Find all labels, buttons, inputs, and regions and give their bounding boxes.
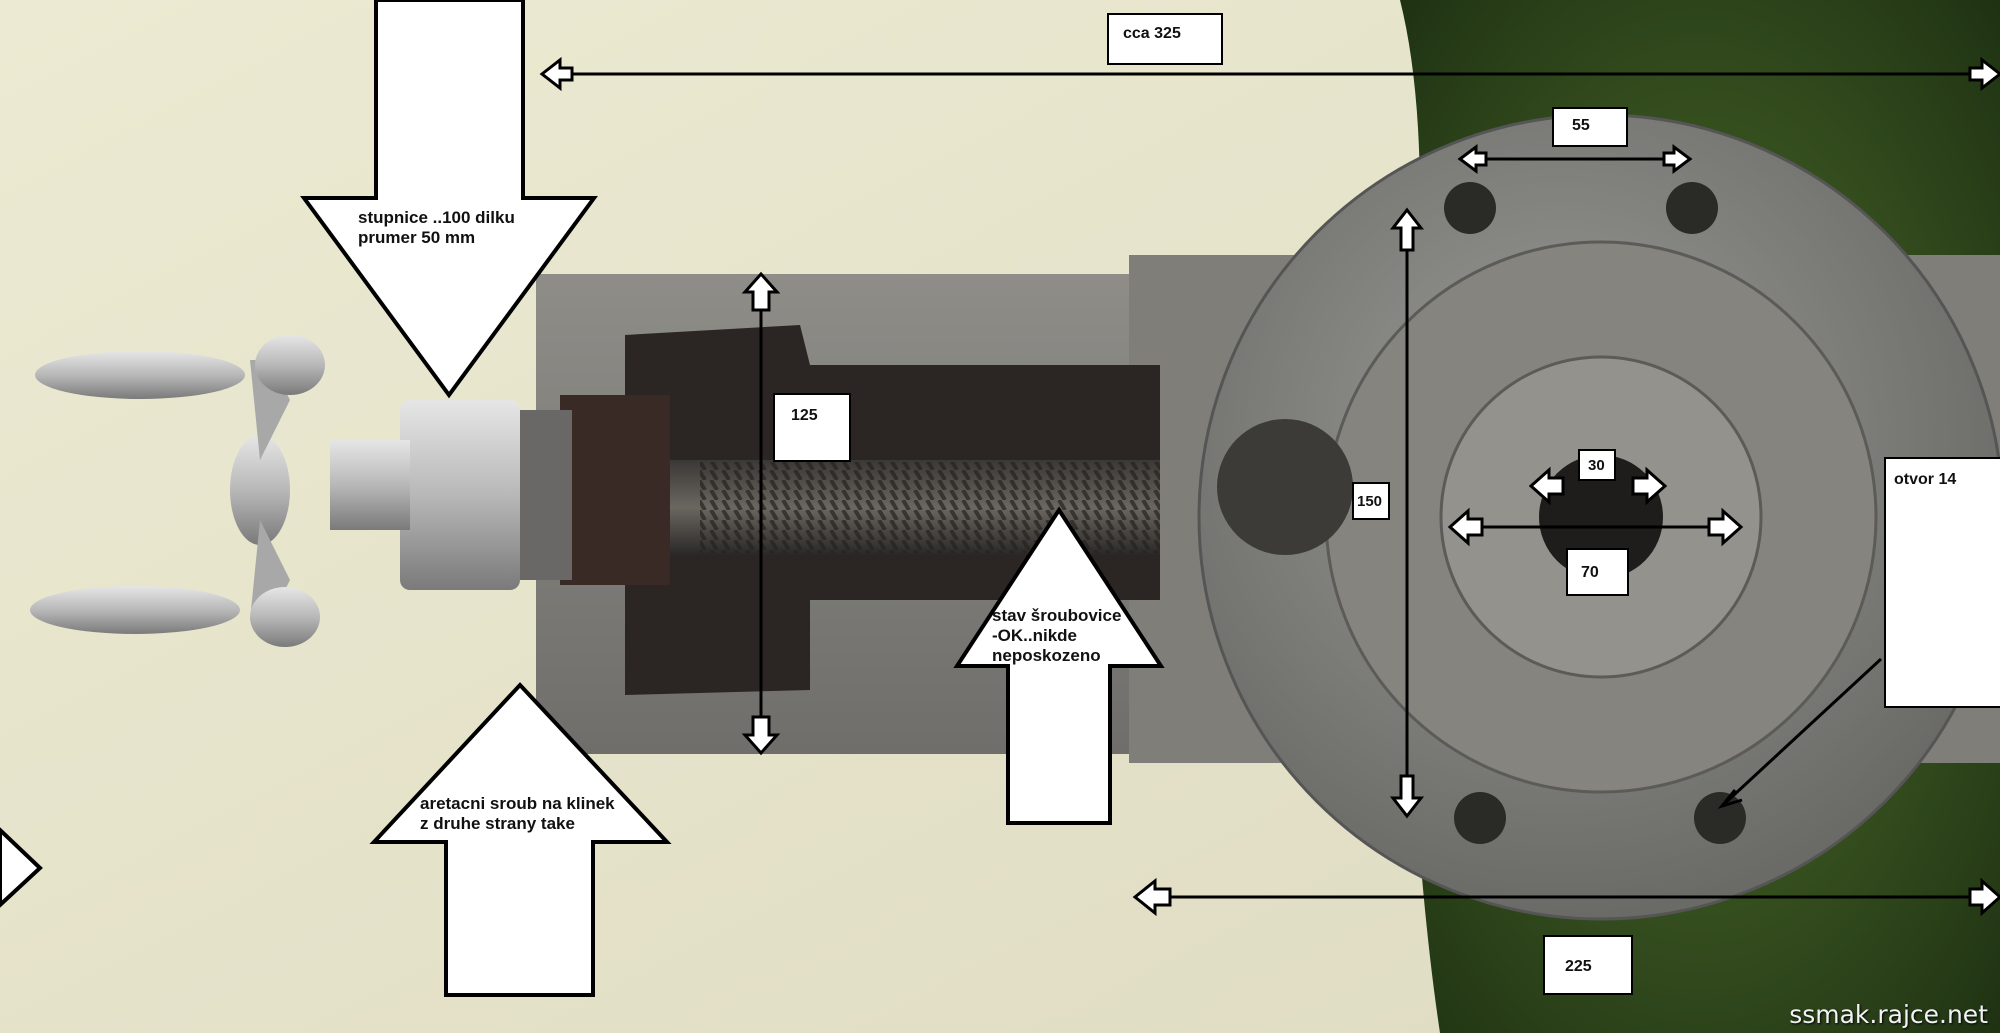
locking-screw-note: aretacni sroub na klinek z druhe strany … <box>420 794 615 834</box>
screw-condition-note: stav šroubovice -OK..nikde neposkozeno <box>992 606 1121 666</box>
scale-note: stupnice ..100 dilku prumer 50 mm <box>358 208 515 248</box>
screw-condition-line-1: stav šroubovice <box>992 606 1122 625</box>
screw-condition-line-2: -OK..nikde <box>992 626 1078 645</box>
overall-length-label: cca 325 <box>1107 13 1223 65</box>
handwheel-handle <box>30 335 520 647</box>
scale-note-line-2: prumer 50 mm <box>358 228 476 247</box>
locking-screw-note-line-2: z druhe strany take <box>420 814 575 833</box>
base-length-label: 225 <box>1543 935 1633 995</box>
watermark: ssmak.rajce.net <box>1789 1000 1988 1029</box>
screw-condition-line-3: neposkozeno <box>992 646 1101 665</box>
vise-body <box>512 113 2000 921</box>
boss-diameter-label: 70 <box>1566 548 1629 596</box>
flange-height-label: 150 <box>1352 482 1390 520</box>
hole-note-label: otvor 14 <box>1884 457 2000 708</box>
dimension-lines <box>539 56 2000 917</box>
annotation-arrows <box>0 0 1165 997</box>
bore-diameter-label: 30 <box>1578 449 1616 481</box>
up-arrow-locking-screw <box>369 682 672 997</box>
scale-note-line-1: stupnice ..100 dilku <box>358 208 515 227</box>
up-arrow-screw-condition <box>953 506 1165 825</box>
jaw-height-label: 125 <box>773 393 851 462</box>
down-arrow-scale <box>300 0 598 399</box>
locking-screw-note-line-1: aretacni sroub na klinek <box>420 794 615 813</box>
hole-spacing-label: 55 <box>1552 107 1628 147</box>
